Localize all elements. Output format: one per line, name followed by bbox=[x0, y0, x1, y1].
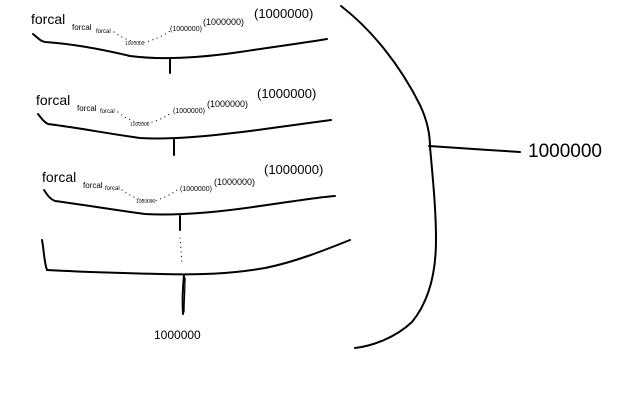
row-2-subsubscript: forcal bbox=[100, 109, 115, 115]
row-3-dot-number: 1000000 bbox=[136, 199, 156, 205]
row-3-paren-big: (1000000) bbox=[264, 162, 323, 177]
row-2-subscript: forcal bbox=[77, 104, 97, 113]
row-3: forcal forcal forcal 1000000 (1000000) (… bbox=[42, 162, 336, 231]
total-pointer bbox=[428, 145, 521, 153]
final-stem-overstroke bbox=[183, 277, 186, 313]
row-3-word: forcal bbox=[42, 169, 76, 185]
row-3-bracket bbox=[43, 189, 336, 216]
row-1-subsubscript: forcal bbox=[96, 29, 111, 35]
row-1-word: forcal bbox=[31, 11, 65, 27]
row-2-dot-curve bbox=[117, 111, 173, 124]
row-3-subscript: forcal bbox=[83, 181, 103, 190]
continuation-dots bbox=[179, 237, 183, 263]
final-bracket bbox=[41, 239, 351, 276]
row-2-paren-mid: (1000000) bbox=[207, 99, 248, 109]
row-1-bracket bbox=[32, 33, 328, 60]
row-1-dot-number: 1000000 bbox=[125, 41, 145, 47]
row-2-paren-small: (1000000) bbox=[173, 108, 205, 115]
bottom-label: 1000000 bbox=[154, 328, 201, 342]
total-bracket-group: 1000000 bbox=[340, 5, 602, 349]
row-2: forcal forcal forcal 1000000 (1000000) (… bbox=[36, 86, 332, 156]
row-2-dot-number: 1000000 bbox=[130, 122, 150, 128]
final-stem bbox=[181, 274, 185, 315]
total-bracket bbox=[340, 5, 437, 349]
row-1-paren-small: (1000000) bbox=[170, 26, 202, 33]
total-label: 1000000 bbox=[528, 141, 602, 162]
row-3-paren-small: (1000000) bbox=[180, 186, 212, 193]
final-bracket-group: 1000000 bbox=[41, 239, 351, 342]
row-3-paren-mid: (1000000) bbox=[214, 177, 255, 187]
row-1-subscript: forcal bbox=[72, 23, 92, 32]
row-1-paren-mid: (1000000) bbox=[203, 17, 244, 27]
row-1: forcal forcal forcal 1000000 (1000000) (… bbox=[31, 6, 328, 74]
row-3-dot-curve bbox=[121, 187, 181, 202]
row-2-bracket bbox=[37, 113, 332, 140]
row-2-word: forcal bbox=[36, 92, 70, 108]
row-3-subsubscript: forcal bbox=[105, 186, 120, 192]
row-2-paren-big: (1000000) bbox=[257, 86, 316, 101]
row-1-paren-big: (1000000) bbox=[254, 6, 313, 21]
